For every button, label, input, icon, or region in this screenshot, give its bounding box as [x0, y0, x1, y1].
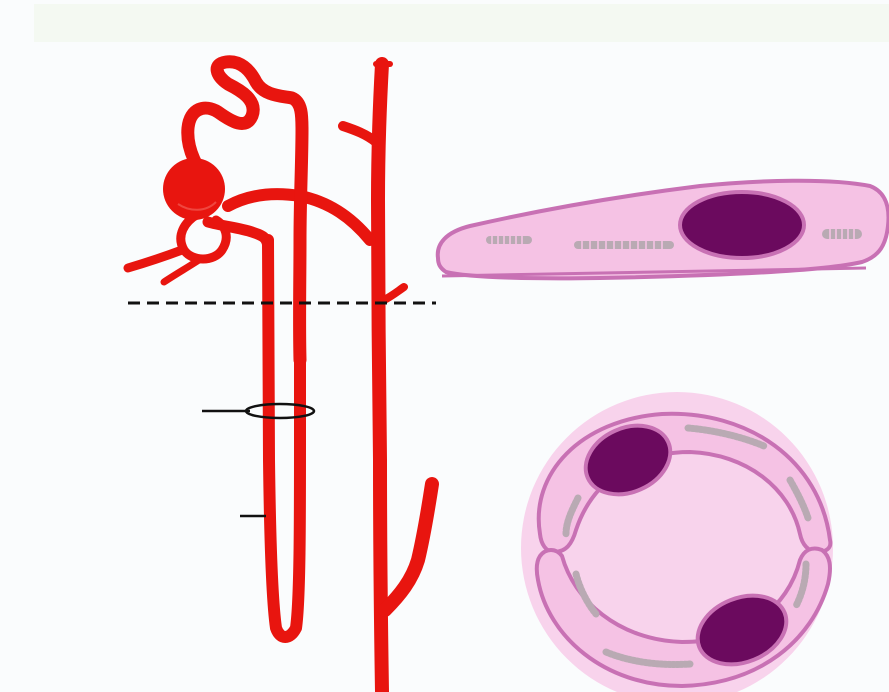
squamous-cell-side-view [438, 181, 889, 279]
collecting-duct [378, 64, 382, 692]
mitochondrion [486, 236, 532, 244]
glomerulus [163, 158, 225, 220]
collecting-duct-small-branch [384, 287, 404, 300]
afferent-arteriole [128, 250, 182, 268]
collecting-duct-branch [343, 126, 376, 142]
nephron [128, 62, 432, 692]
squamous-cell-body [438, 181, 889, 279]
tubule-cross-section [521, 392, 833, 692]
squamous-cell-nucleus [680, 192, 804, 258]
collecting-duct-lower-branch [385, 484, 432, 610]
mitochondrion [574, 241, 674, 249]
efferent-arteriole [164, 258, 202, 282]
